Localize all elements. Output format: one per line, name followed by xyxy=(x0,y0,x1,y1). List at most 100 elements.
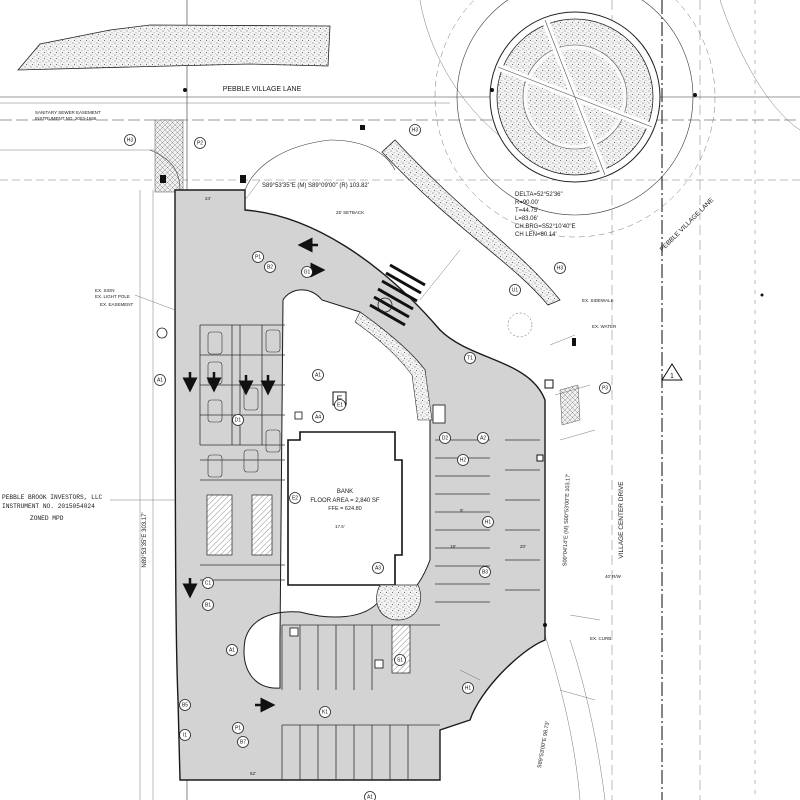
callout-tags: A1A1A1A1A2A3A4B1B2B3B5B7C1D1D2E1E2G1H1H1… xyxy=(124,124,611,800)
adjacent-owner-note: PEBBLE BROOK INVESTORS, LLC INSTRUMENT N… xyxy=(2,494,103,522)
callout-tag-circle xyxy=(202,577,214,589)
curve-tangent: T=44.75' xyxy=(515,208,538,214)
callout-tag-label: P2 xyxy=(197,140,203,146)
bearing-west-line: N89°53'35"E 303.17' xyxy=(142,512,148,567)
building-ffe: FFE = 624.80 xyxy=(328,506,361,512)
callout-tag-label: B5 xyxy=(182,702,188,708)
callout-tag-label: G1 xyxy=(304,269,311,275)
roundabout xyxy=(434,0,716,238)
callout-tag-label: B1 xyxy=(205,602,211,608)
entry-marker: E xyxy=(336,394,342,404)
callout-tag-circle xyxy=(457,454,469,466)
callout-tag-circle xyxy=(179,729,191,741)
dim-25-setback: 25' SETBACK xyxy=(336,210,364,215)
bearing-east-line: S00°04'14"E (M) S00°53'00"E 103.17' xyxy=(562,474,571,567)
callout-tag-circle xyxy=(154,374,166,386)
curve-chord-bearing: CH BRG=S52°10'40"E xyxy=(515,224,576,230)
callout-tag-label: H1 xyxy=(485,519,492,525)
bearing-southeast-line: S89°53'00"E 98.73' xyxy=(537,721,551,769)
callout-tag-label: D1 xyxy=(235,417,242,423)
callout-tag-circle xyxy=(554,262,566,274)
parking-stalls-south xyxy=(281,624,440,780)
callout-tag-label: A1 xyxy=(367,794,373,800)
dim-9: 9' xyxy=(460,508,464,513)
callout-tag-circle xyxy=(289,492,301,504)
revision-triangle: 1 xyxy=(661,363,683,381)
callout-tag-label: H3 xyxy=(127,137,134,143)
callout-tag-circle xyxy=(252,251,264,263)
callout-tag-circle xyxy=(319,706,331,718)
callout-tag-circle xyxy=(364,791,376,800)
callout-tag-label: A1 xyxy=(157,377,163,383)
callout-tag-label: S1 xyxy=(397,657,403,663)
callout-tag-label: D2 xyxy=(442,435,449,441)
bank-building xyxy=(287,431,421,621)
note-ex-curb: EX. CURB xyxy=(590,636,611,641)
callout-tag-circle xyxy=(462,682,474,694)
revision-number: 1 xyxy=(670,373,674,380)
callout-tag-label: E2 xyxy=(292,495,298,501)
callout-tag-circle xyxy=(599,382,611,394)
callout-tag-circle xyxy=(237,736,249,748)
parking-stalls-east xyxy=(435,439,540,603)
curve-radius: R=90.00' xyxy=(515,200,539,206)
callout-tag-label: B3 xyxy=(482,569,488,575)
median-island-northwest xyxy=(17,24,331,71)
dim-20: 20' xyxy=(520,544,526,549)
callout-tag-label: P3 xyxy=(602,385,608,391)
note-ex-sidewalk: EX. SIDEWALK xyxy=(582,298,614,303)
callout-tag-circle xyxy=(202,599,214,611)
callout-tag-circle xyxy=(482,516,494,528)
dim-52: 52' xyxy=(250,771,256,776)
callout-tag-circle xyxy=(439,432,451,444)
callout-tag-circle xyxy=(409,124,421,136)
curve-data-block: DELTA=52°52'36" R=90.00' T=44.75' L=83.0… xyxy=(515,192,576,238)
note-ex-light: EX. LIGHT POLE xyxy=(95,294,130,299)
street-label-north: PEBBLE VILLAGE LANE xyxy=(223,86,302,93)
note-ex-water: EX. WATER xyxy=(592,324,617,329)
callout-tag-label: H3 xyxy=(412,127,419,133)
note-ex-sign: EX. SIGN xyxy=(95,288,115,293)
callout-tag-label: T1 xyxy=(467,355,473,361)
callout-tag-label: A2 xyxy=(480,435,486,441)
callout-tag-label: C1 xyxy=(205,580,212,586)
leader-lines xyxy=(110,179,601,701)
callout-tag-label: A4 xyxy=(315,414,321,420)
callout-tag-circle xyxy=(232,722,244,734)
callout-tag-label: H2 xyxy=(460,457,467,463)
callout-tag-circle xyxy=(226,644,238,656)
callout-tag-circle xyxy=(477,432,489,444)
callout-tag-label: I1 xyxy=(183,732,187,738)
curve-length: L=83.06' xyxy=(515,216,538,222)
callout-tag-label: K1 xyxy=(322,709,328,715)
small-annotations: SANITARY SEWER EASEMENT INSTRUMENT NO. 2… xyxy=(35,110,622,776)
callout-tag-label: U1 xyxy=(512,287,519,293)
callout-tag-circle xyxy=(479,566,491,578)
dim-24: 24' xyxy=(205,196,211,201)
callout-tag-label: H1 xyxy=(465,685,472,691)
parking-stalls-west xyxy=(199,324,285,581)
callout-tag-circle xyxy=(301,266,313,278)
callout-tag-circle xyxy=(509,284,521,296)
callout-tag-circle xyxy=(179,699,191,711)
dim-18: 18' xyxy=(450,544,456,549)
callout-tag-label: A1 xyxy=(229,647,235,653)
utility-symbols xyxy=(156,88,764,669)
easement-hatch-north xyxy=(154,119,184,193)
callout-tag-label: P1 xyxy=(235,725,241,731)
landscape-strip-west xyxy=(206,494,233,556)
callout-tag-label: E1 xyxy=(337,402,343,408)
callout-tag-circle xyxy=(124,134,136,146)
owner-line-1: PEBBLE BROOK INVESTORS, LLC xyxy=(2,494,103,501)
callout-tag-circle xyxy=(312,411,324,423)
callout-tag-circle xyxy=(312,369,324,381)
curve-chord-length: CH LEN=80.14' xyxy=(515,232,557,238)
callout-tag-circle xyxy=(334,399,346,411)
callout-tag-label: B7 xyxy=(240,739,246,745)
callout-tag-circle xyxy=(464,352,476,364)
callout-tag-label: A3 xyxy=(375,565,381,571)
building-name: BANK xyxy=(337,489,353,495)
callout-tag-circle xyxy=(264,261,276,273)
dim-17: 17.5' xyxy=(335,524,345,529)
